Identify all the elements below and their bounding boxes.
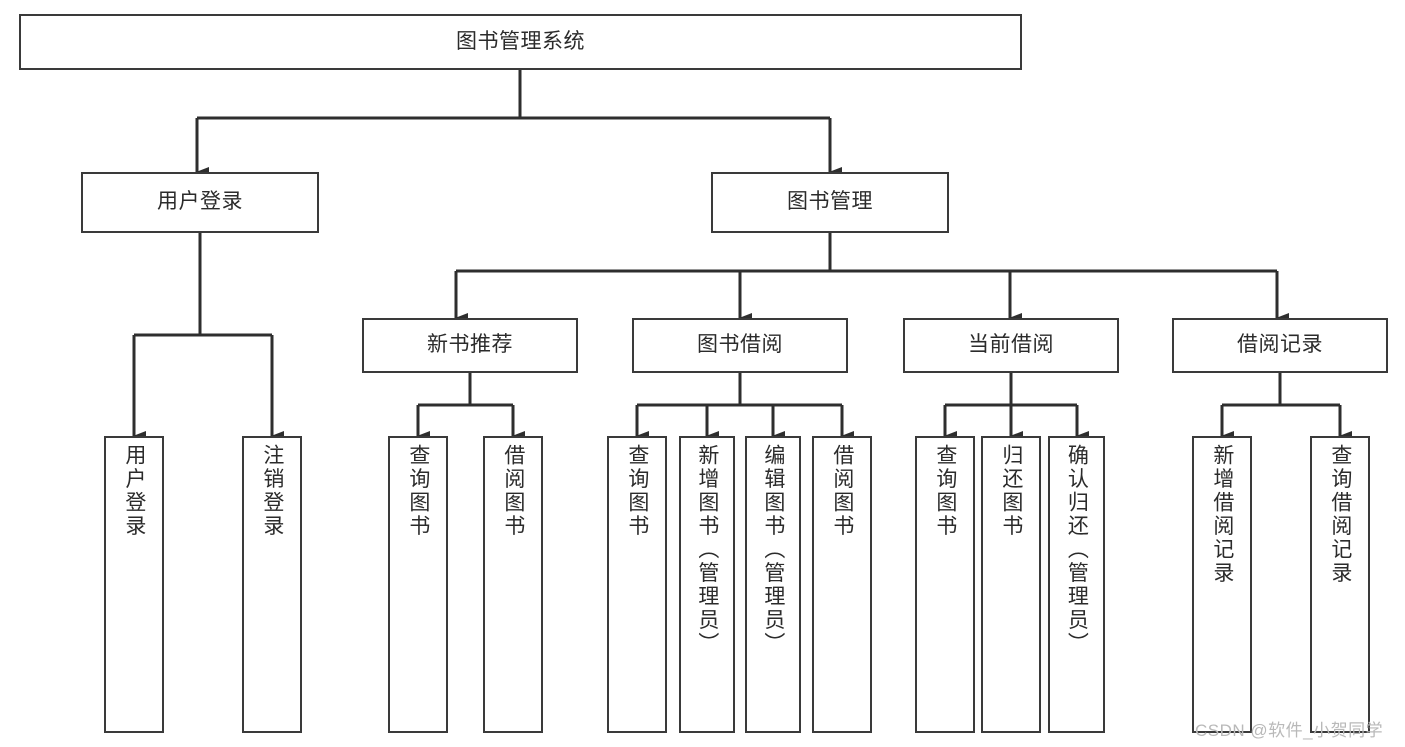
node-box-leaf-borrow-book-rec: 借阅图书: [483, 436, 543, 733]
edges-group: [132, 70, 1352, 441]
node-label: 查询借阅记录: [1328, 444, 1352, 585]
node-box-leaf-add-book: 新增图书（管理员）: [679, 436, 735, 733]
node-box-leaf-query-book-rec: 查询图书: [388, 436, 448, 733]
node-box-borrow-record: 借阅记录: [1172, 318, 1388, 373]
node-box-user-login: 用户登录: [81, 172, 319, 233]
node-label: 借阅记录: [1237, 333, 1323, 357]
node-label: 编辑图书（管理员）: [761, 444, 785, 656]
node-label: 查询图书: [625, 444, 649, 538]
node-label: 查询图书: [933, 444, 957, 538]
node-label: 查询图书: [406, 444, 430, 538]
node-box-book-borrow: 图书借阅: [632, 318, 848, 373]
node-box-root: 图书管理系统: [19, 14, 1022, 70]
node-label: 确认归还（管理员）: [1065, 444, 1089, 656]
node-box-leaf-add-record: 新增借阅记录: [1192, 436, 1252, 733]
node-label: 用户登录: [122, 444, 146, 538]
node-label: 归还图书: [999, 444, 1023, 538]
node-box-book-manage: 图书管理: [711, 172, 949, 233]
node-box-leaf-confirm-return: 确认归还（管理员）: [1048, 436, 1105, 733]
node-box-leaf-return-book: 归还图书: [981, 436, 1041, 733]
node-label: 图书管理系统: [456, 29, 585, 53]
node-label: 新增借阅记录: [1210, 444, 1234, 585]
node-label: 图书管理: [787, 190, 873, 214]
node-box-leaf-edit-book: 编辑图书（管理员）: [745, 436, 801, 733]
node-box-leaf-user-login: 用户登录: [104, 436, 164, 733]
node-box-leaf-logout: 注销登录: [242, 436, 302, 733]
node-box-leaf-query-book-cb: 查询图书: [915, 436, 975, 733]
node-label: 当前借阅: [968, 333, 1054, 357]
node-box-current-borrow: 当前借阅: [903, 318, 1119, 373]
node-box-leaf-borrow-book-bb: 借阅图书: [812, 436, 872, 733]
node-label: 注销登录: [260, 444, 284, 538]
node-box-leaf-query-book-bb: 查询图书: [607, 436, 667, 733]
node-box-new-book-rec: 新书推荐: [362, 318, 578, 373]
node-label: 新书推荐: [427, 333, 513, 357]
node-label: 借阅图书: [501, 444, 525, 538]
node-box-leaf-query-record: 查询借阅记录: [1310, 436, 1370, 733]
node-label: 图书借阅: [697, 333, 783, 357]
node-label: 用户登录: [157, 190, 243, 214]
node-label: 借阅图书: [830, 444, 854, 538]
node-label: 新增图书（管理员）: [695, 444, 719, 656]
